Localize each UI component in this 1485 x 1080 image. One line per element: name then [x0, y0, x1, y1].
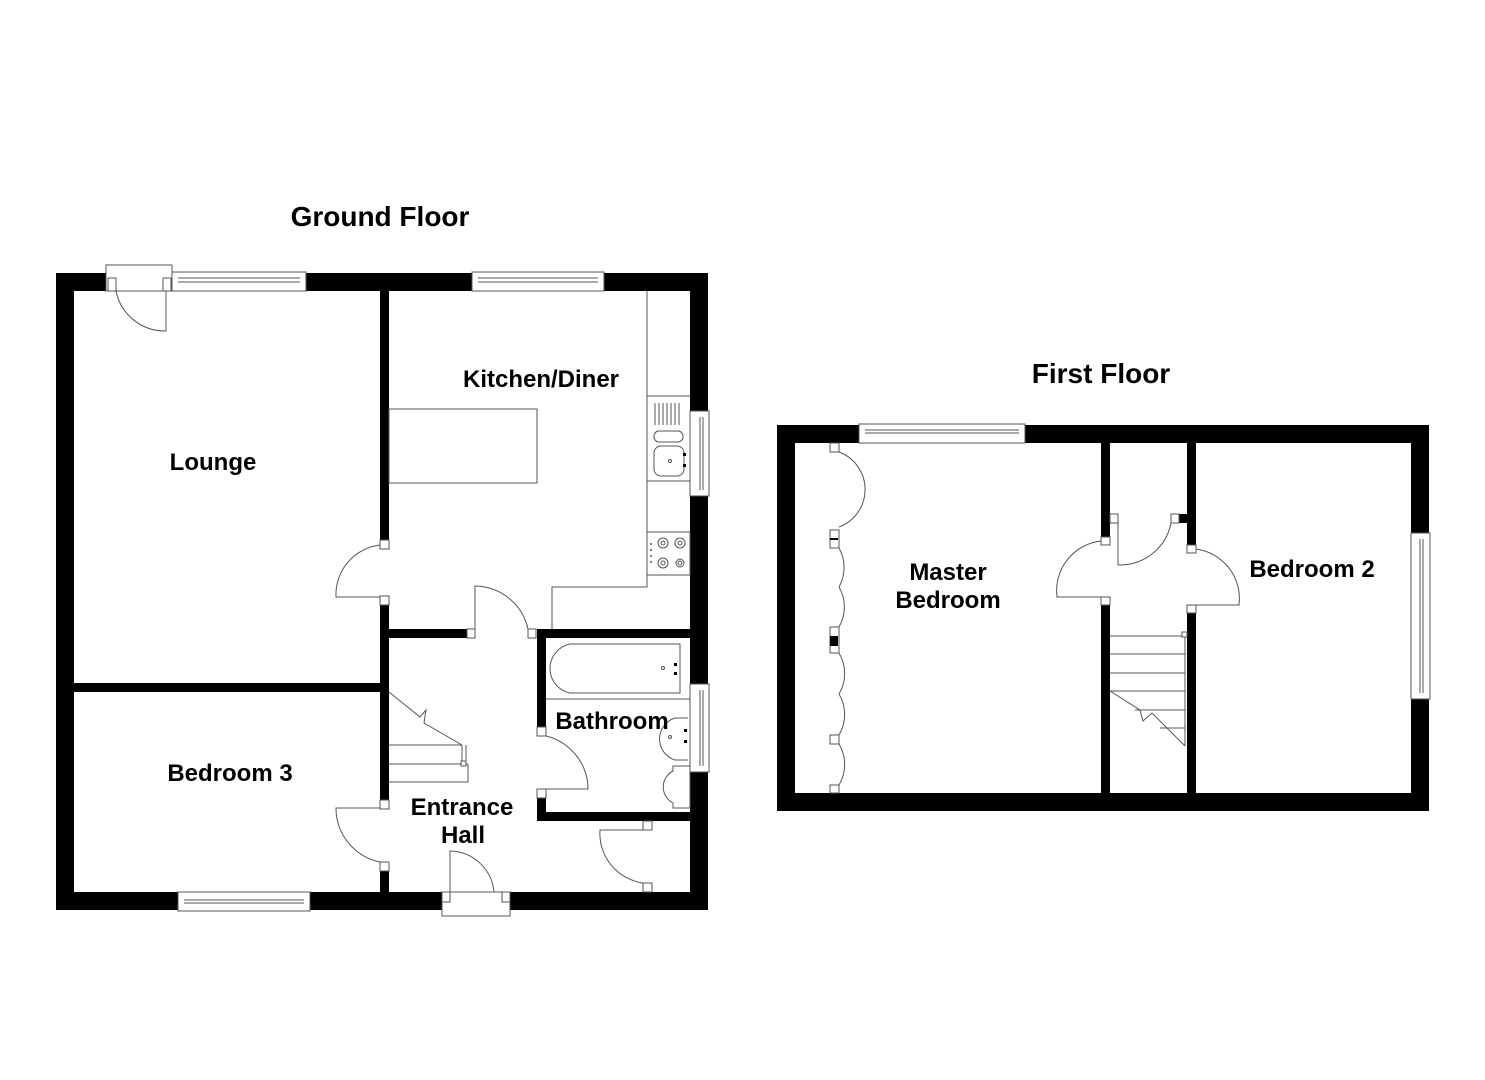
- bedroom3-window: [177, 891, 311, 912]
- room-label-master-bedroom-line1: Master: [909, 559, 986, 586]
- kitchen-window-side: [689, 410, 710, 497]
- kitchen-fixtures: [388, 291, 691, 629]
- bathroom-landing-door: [1109, 513, 1180, 566]
- ground-floor-doors: [105, 264, 653, 917]
- master-bedroom-wardrobe: [829, 442, 866, 794]
- ground-floor-interior-walls: [74, 291, 690, 892]
- first-floor-interior-walls: [1101, 443, 1196, 793]
- room-label-master-bedroom-line2: Bedroom: [895, 587, 1000, 614]
- bathroom-fixtures: [546, 643, 691, 809]
- master-bedroom-window: [858, 423, 1026, 444]
- lounge-internal-door: [335, 539, 390, 606]
- hob-icon: [646, 531, 691, 576]
- ground-floor-title: Ground Floor: [291, 201, 470, 232]
- bedroom2-door: [1186, 544, 1240, 614]
- kitchen-window-top: [471, 271, 605, 292]
- room-label-bedroom-3: Bedroom 3: [167, 760, 292, 787]
- toilet-icon: [662, 765, 691, 809]
- first-floor-windows: [858, 423, 1431, 700]
- kitchen-sink-icon: [647, 395, 690, 482]
- first-floor-plan: First Floor: [777, 358, 1431, 811]
- first-floor-outer-walls: [777, 425, 1429, 811]
- room-label-entrance-hall-line1: Entrance: [411, 794, 514, 821]
- first-floor-stairs: [1109, 631, 1188, 747]
- bedroom2-window: [1410, 532, 1431, 700]
- room-label-bathroom: Bathroom: [555, 708, 668, 735]
- ground-floor-stairs: [388, 691, 469, 783]
- room-label-entrance-hall-line2: Hall: [441, 822, 485, 849]
- master-bedroom-door: [1056, 536, 1111, 606]
- first-floor-title: First Floor: [1032, 358, 1171, 389]
- cupboard-door: [599, 820, 653, 893]
- room-label-lounge: Lounge: [170, 449, 257, 476]
- ground-floor-outer-walls: [56, 273, 708, 910]
- bathroom-window: [689, 683, 710, 773]
- bathroom-door: [536, 726, 589, 799]
- lounge-window: [171, 271, 307, 292]
- room-label-kitchen-diner: Kitchen/Diner: [463, 366, 619, 393]
- washbasin-icon: [659, 717, 688, 761]
- first-floor-doors: [1056, 513, 1240, 614]
- kitchen-hall-door: [466, 585, 537, 639]
- bath-icon: [546, 643, 690, 700]
- room-label-bedroom-2: Bedroom 2: [1249, 556, 1374, 583]
- kitchen-island: [388, 408, 538, 484]
- bedroom3-door: [335, 799, 390, 872]
- front-door: [441, 850, 511, 917]
- ground-floor-windows: [171, 271, 710, 912]
- lounge-external-door: [105, 264, 173, 332]
- ground-floor-plan: Ground Floor: [56, 201, 710, 917]
